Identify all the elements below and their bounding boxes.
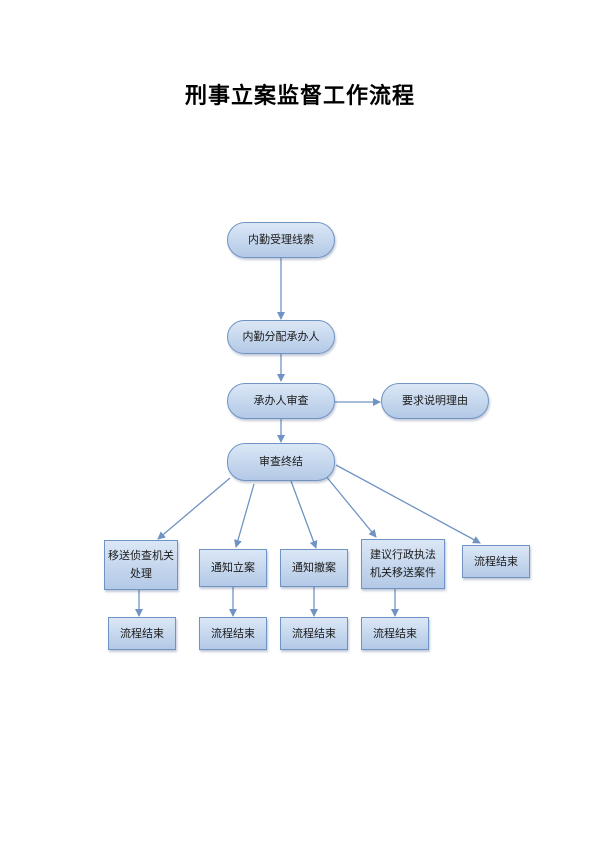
node-notify-withdraw-label: 通知撤案 [292, 561, 336, 574]
node-transfer-label-line2: 处理 [130, 567, 152, 580]
arrow-conclude-to-suggest [324, 474, 377, 538]
node-suggest: 建议行政执法 机关移送案件 [361, 539, 445, 589]
node-transfer-label-line1: 移送侦查机关 [108, 549, 174, 562]
node-review: 承办人审查 [227, 383, 335, 419]
node-review-label: 承办人审查 [253, 394, 309, 407]
node-notify-withdraw: 通知撤案 [280, 549, 348, 587]
node-conclude-label: 审查终结 [259, 455, 303, 468]
node-end-notify-withdraw: 流程结束 [280, 617, 348, 650]
page-title: 刑事立案监督工作流程 [184, 83, 415, 109]
node-suggest-label-line1: 建议行政执法 [370, 548, 436, 561]
node-explain: 要求说明理由 [381, 383, 489, 419]
node-end-suggest-label: 流程结束 [373, 626, 417, 640]
node-explain-label: 要求说明理由 [402, 394, 468, 407]
node-end-notify-file-label: 流程结束 [211, 626, 255, 640]
node-intake: 内勤受理线索 [227, 222, 335, 258]
node-notify-file: 通知立案 [199, 549, 267, 587]
node-transfer: 移送侦查机关 处理 [104, 540, 178, 590]
node-end-direct: 流程结束 [462, 545, 530, 578]
arrow-conclude-to-end-direct [335, 464, 481, 544]
node-end-direct-label: 流程结束 [474, 554, 518, 568]
arrow-conclude-to-transfer [157, 477, 231, 540]
node-end-transfer-label: 流程结束 [120, 626, 164, 640]
node-suggest-label-line2: 机关移送案件 [370, 566, 436, 579]
arrow-conclude-to-notify-withdraw [290, 480, 318, 549]
node-assign-label: 内勤分配承办人 [242, 330, 320, 343]
node-assign: 内勤分配承办人 [227, 320, 335, 354]
node-end-transfer: 流程结束 [108, 617, 176, 650]
arrow-conclude-to-notify-file [234, 483, 255, 548]
node-conclude: 审查终结 [227, 443, 335, 481]
node-end-notify-file: 流程结束 [199, 617, 267, 650]
node-end-notify-withdraw-label: 流程结束 [292, 626, 336, 640]
node-intake-label: 内勤受理线索 [248, 233, 314, 246]
node-end-suggest: 流程结束 [361, 617, 429, 650]
node-notify-file-label: 通知立案 [211, 561, 255, 574]
